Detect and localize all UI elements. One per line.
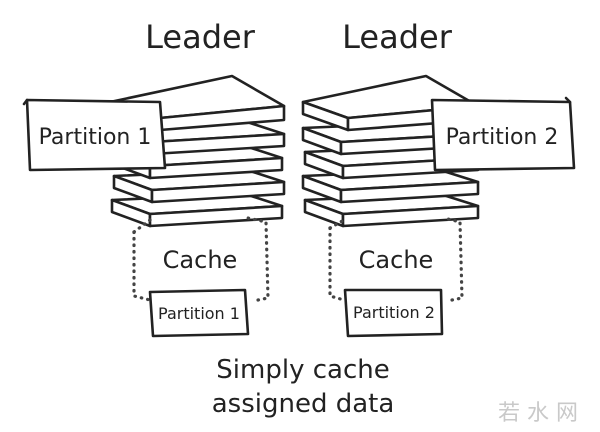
right-leader-title: Leader <box>342 18 453 56</box>
caption-line-1: Simply cache <box>216 355 389 385</box>
left-leader: Leader Partit <box>22 18 286 338</box>
left-partition-label: Partition 1 <box>39 125 152 150</box>
left-cache-item-box: Partition 1 <box>148 288 250 338</box>
caption-line-2: assigned data <box>212 389 395 419</box>
right-cache-outline-top <box>328 218 346 230</box>
right-partition-box: Partition 2 <box>430 96 576 172</box>
watermark-text: 若 水 网 <box>498 401 578 426</box>
left-cache-item-label: Partition 1 <box>158 304 240 323</box>
right-leader: Leader Partit <box>301 18 576 338</box>
left-cache-outline <box>132 216 270 302</box>
caption: Simply cache assigned data <box>212 355 395 419</box>
right-partition-label: Partition 2 <box>446 125 559 150</box>
right-cache-label: Cache <box>359 246 434 274</box>
left-partition-box: Partition 1 <box>22 98 167 172</box>
left-cache-label: Cache <box>163 246 238 274</box>
right-cache-item-box: Partition 2 <box>343 288 444 338</box>
right-cache-item-label: Partition 2 <box>353 303 435 322</box>
right-cache-outline <box>328 216 464 302</box>
left-leader-title: Leader <box>145 18 256 56</box>
